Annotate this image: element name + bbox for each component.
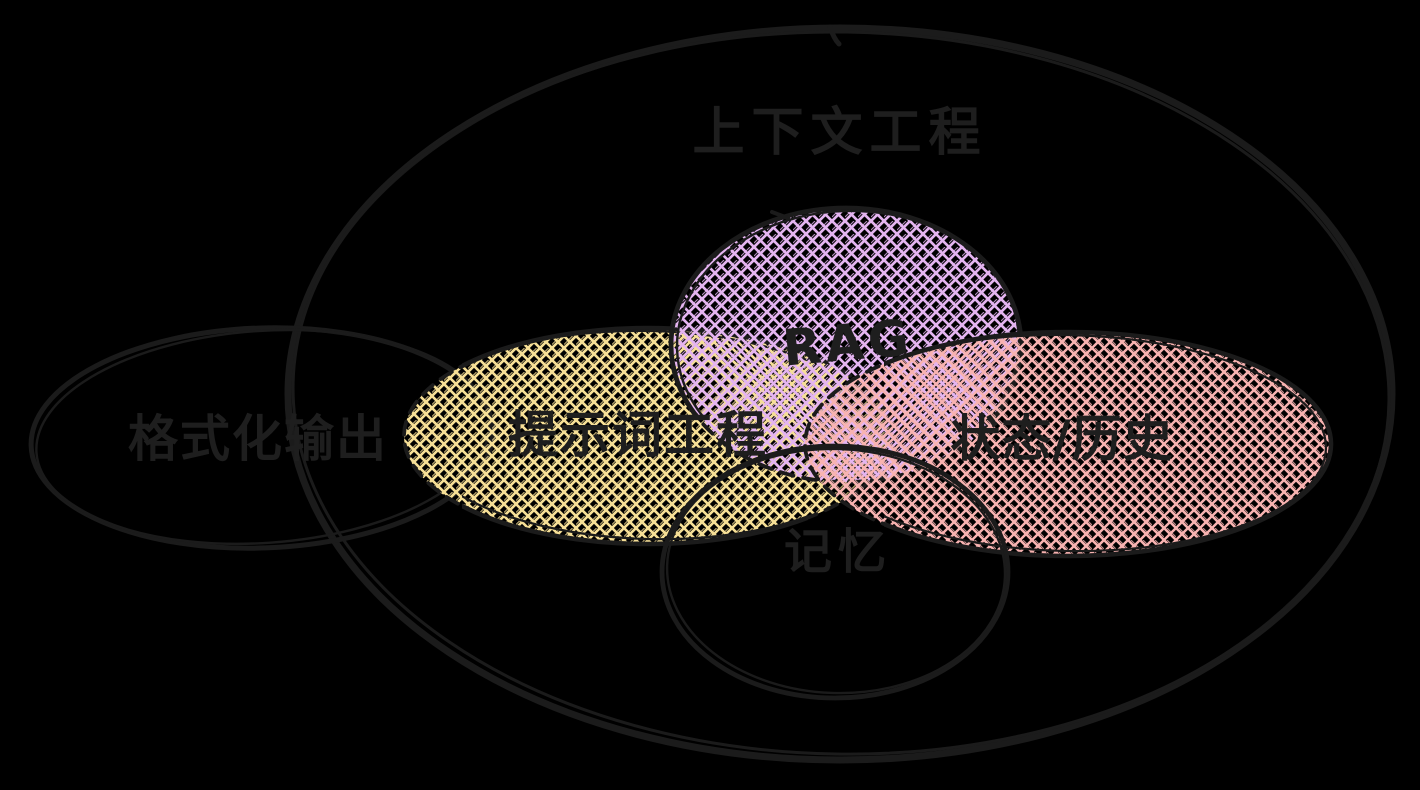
label-memory: 记忆	[784, 524, 892, 580]
sketch-tick-rag	[770, 210, 790, 220]
label-rag: RAG	[780, 308, 915, 377]
outer-set-context-engineering	[284, 24, 1396, 764]
label-formatted-output: 格式化输出	[128, 410, 388, 468]
diagram-title: 上下文工程	[692, 103, 987, 163]
label-prompt-engineering: 提示词工程	[508, 406, 768, 464]
set-state-history	[803, 329, 1334, 559]
label-state-history: 状态/历史	[950, 410, 1173, 468]
set-memory	[659, 443, 1011, 701]
sketch-tick-top	[827, 24, 842, 47]
